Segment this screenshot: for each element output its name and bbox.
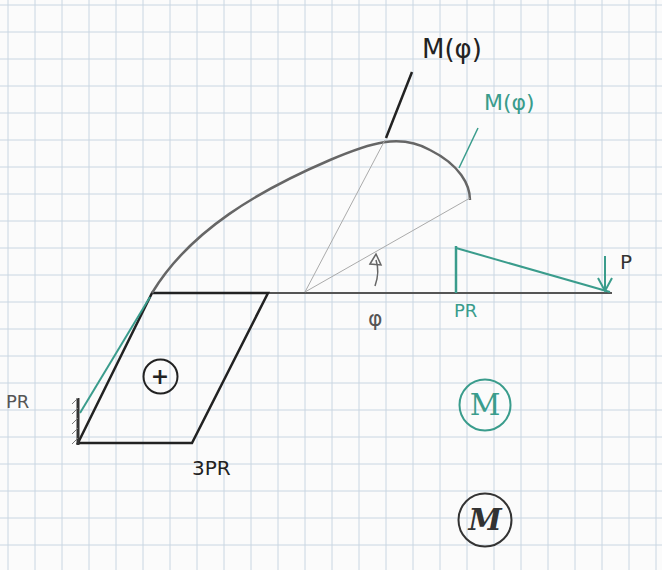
teal-moment-line <box>456 248 610 292</box>
angle-arrowhead <box>370 254 381 265</box>
circle-shape <box>143 359 177 393</box>
grid-line <box>0 275 662 276</box>
sign-circle: + <box>142 358 179 395</box>
diagram-symbol-circle: M <box>457 492 513 548</box>
grid-line <box>0 329 662 330</box>
grid-line <box>0 86 662 87</box>
value-label: PR <box>6 393 29 411</box>
grid-line <box>0 464 662 465</box>
teal-moment-line <box>455 246 458 293</box>
grid-line <box>0 113 662 114</box>
moment-label: M(φ) <box>484 92 535 114</box>
support-hatch <box>72 398 78 444</box>
moment-curve <box>152 141 470 293</box>
grid-line <box>0 59 662 60</box>
node-text: M <box>470 390 501 420</box>
grid-line <box>0 302 662 303</box>
grid-line <box>0 194 662 195</box>
grid-line <box>0 167 662 168</box>
grid-line <box>0 518 662 519</box>
circle-shape <box>459 494 512 547</box>
grid-line <box>0 5 662 6</box>
grid-line <box>0 248 662 249</box>
moment-area <box>78 293 268 443</box>
load-label: P <box>620 252 632 272</box>
angle-label: φ <box>368 308 383 330</box>
support-line <box>77 398 80 445</box>
load-arrow <box>604 256 606 290</box>
value-label: PR <box>454 302 477 320</box>
node-text: + <box>151 365 169 387</box>
grid-line <box>0 410 662 411</box>
grid-line <box>0 356 662 357</box>
leader-line <box>386 72 412 138</box>
circle-shape <box>460 380 511 431</box>
grid-line <box>0 545 662 546</box>
diagram-symbol-circle: M <box>458 378 512 432</box>
node-text: M <box>468 505 501 535</box>
grid-line <box>0 140 662 141</box>
grid-line <box>0 491 662 492</box>
grid-line <box>0 32 662 33</box>
grid-line <box>0 437 662 438</box>
leader-line <box>459 128 478 168</box>
value-label: 3PR <box>192 458 231 478</box>
teal-moment-line <box>80 297 150 413</box>
grid-line <box>0 221 662 222</box>
moment-label: M(φ) <box>422 36 482 62</box>
radius-line <box>305 198 470 292</box>
load-arrowhead <box>598 278 612 291</box>
